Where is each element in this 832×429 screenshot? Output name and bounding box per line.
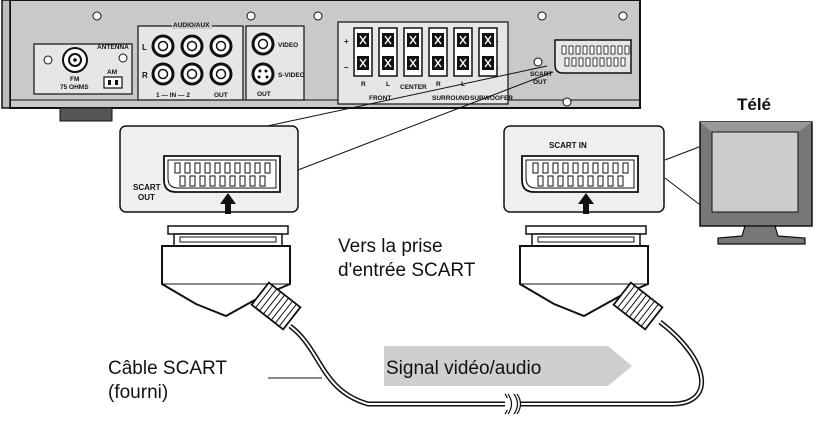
svg-text:L: L (386, 81, 390, 88)
signal-label: Signal vidéo/audio (386, 358, 541, 379)
screw-icons (92, 11, 628, 107)
rca-jack-icons (151, 34, 233, 86)
tv-label: Télé (737, 95, 771, 114)
svg-text:SCART IN: SCART IN (549, 141, 587, 150)
arrow-up-icon (220, 193, 236, 214)
svg-text:OUT: OUT (214, 92, 228, 99)
svg-text:1 — IN — 2: 1 — IN — 2 (156, 92, 190, 99)
vers-label-line2: d'entrée SCART (338, 260, 476, 281)
device-scart-out-port: SCART OUT (530, 39, 632, 86)
callout-scart-out: SCART OUT (119, 125, 299, 214)
cable-label-line1: Câble SCART (108, 358, 227, 379)
svg-text:R: R (436, 81, 441, 88)
svideo-jack-icon (251, 62, 275, 86)
svg-text:L: L (142, 43, 147, 52)
video-panel: VIDEO S-VIDEO OUT (245, 25, 305, 101)
svg-text:FRONT: FRONT (369, 95, 391, 102)
svg-text:SURROUND: SURROUND (432, 95, 470, 102)
speaker-terminal-panel: + – + – (337, 21, 513, 105)
svg-text:OUT: OUT (533, 79, 547, 86)
svg-text:R: R (142, 71, 148, 80)
scart-pin-icons (532, 162, 629, 187)
scart-cable (268, 320, 705, 415)
svg-text:75 OHMS: 75 OHMS (60, 84, 89, 91)
svg-text:CENTER: CENTER (400, 84, 427, 91)
scart-plug-left (161, 225, 302, 331)
svg-text:AUDIO/AUX: AUDIO/AUX (173, 22, 210, 29)
svg-text:ANTENNA: ANTENNA (97, 44, 129, 51)
svg-text:SCART: SCART (530, 71, 552, 78)
scart-pin-icons (174, 162, 271, 187)
device-rear-panel: ANTENNA FM 75 OHMS AM AUDIO/AUX L R 1 — … (1, 0, 641, 122)
svg-text:OUT: OUT (257, 91, 271, 98)
svg-text:AM: AM (107, 69, 117, 76)
svg-text:SUBWOOFER: SUBWOOFER (470, 95, 513, 102)
svg-text:VIDEO: VIDEO (278, 42, 298, 49)
svg-text:S-VIDEO: S-VIDEO (278, 72, 305, 79)
antenna-panel: ANTENNA FM 75 OHMS AM (33, 43, 133, 95)
svg-text:FM: FM (70, 76, 79, 83)
tv-icon: Télé (699, 95, 813, 245)
callout-scart-in: SCART IN (503, 125, 665, 214)
signal-arrow (384, 346, 632, 386)
scart-pin-icons (561, 45, 630, 67)
svg-text:+: + (344, 37, 349, 46)
svg-text:–: – (344, 63, 349, 72)
scart-plug-right (519, 225, 664, 331)
vers-label-line1: Vers la prise (338, 236, 443, 257)
arrow-up-icon (578, 193, 594, 214)
svg-text:SCART: SCART (133, 183, 161, 192)
svg-text:R: R (361, 81, 366, 88)
audio-aux-panel: AUDIO/AUX L R 1 — IN — 2 OUT (137, 20, 244, 101)
svg-text:OUT: OUT (138, 193, 155, 202)
speaker-terminal-icons (353, 27, 498, 77)
cable-label-line2: (fourni) (108, 382, 168, 403)
